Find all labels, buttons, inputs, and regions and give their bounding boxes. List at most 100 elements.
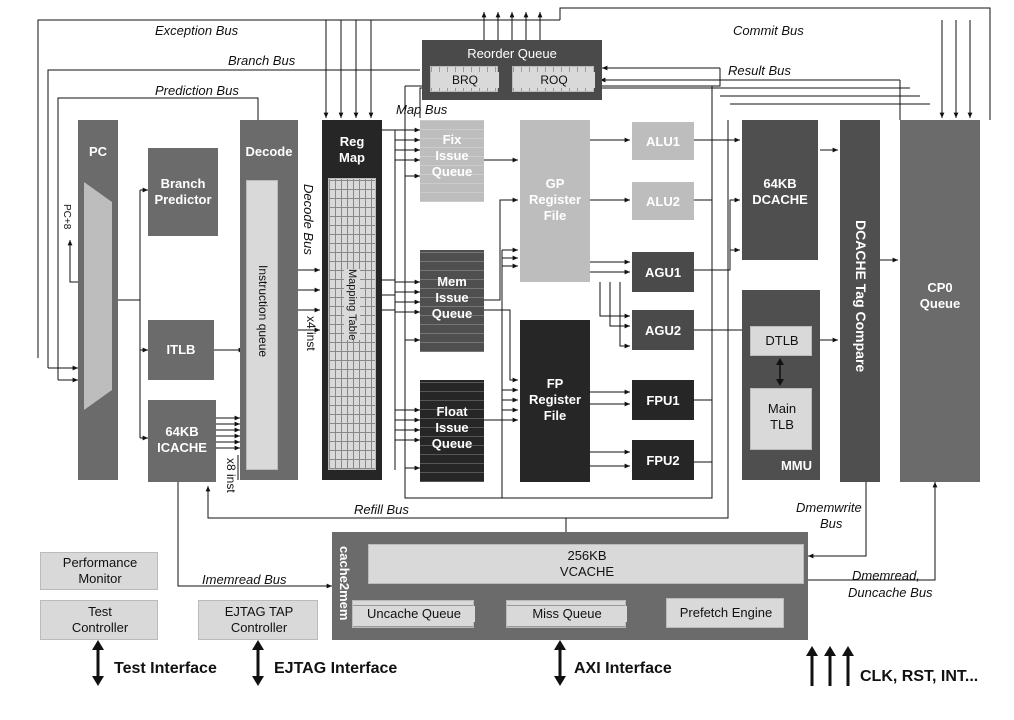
icache-block: 64KB ICACHE xyxy=(148,400,216,482)
fpu2-block: FPU2 xyxy=(632,440,694,480)
regmap-block: Reg Map Mapping Table xyxy=(322,120,382,480)
mem-queue-label-1: Mem xyxy=(437,274,467,289)
gp-regfile-label-1: GP xyxy=(545,176,565,191)
x8-inst-label: x8 inst xyxy=(224,458,238,493)
main-tlb-label-2: TLB xyxy=(770,417,794,432)
agu2-label: AGU2 xyxy=(644,323,682,338)
decode-label: Decode xyxy=(245,144,293,159)
mem-queue-label-3: Queue xyxy=(431,306,473,321)
itlb-label: ITLB xyxy=(166,342,196,357)
itlb-block: ITLB xyxy=(148,320,214,380)
alu1-block: ALU1 xyxy=(632,122,694,160)
imemread-bus-label: Imemread Bus xyxy=(202,572,287,587)
test-interface-label: Test Interface xyxy=(114,660,217,677)
ejtag-interface-label: EJTAG Interface xyxy=(274,660,398,677)
miss-queue-box: Miss Queue xyxy=(506,600,627,628)
fp-register-file: FP Register File xyxy=(520,320,590,482)
x4-inst-label: x4 inst xyxy=(304,316,318,351)
cache2mem-block: cache2mem 256KB VCACHE Uncache Queue Mis… xyxy=(332,532,808,640)
mem-queue-label-2: Issue xyxy=(435,290,469,305)
regmap-label-1: Reg xyxy=(339,134,365,149)
gp-regfile-label-2: Register xyxy=(528,192,582,207)
result-bus-label: Result Bus xyxy=(728,63,791,78)
cp0-label-1: CP0 xyxy=(927,280,953,295)
agu1-block: AGU1 xyxy=(632,252,694,292)
fpu1-label: FPU1 xyxy=(646,393,680,408)
test-controller-box: Test Controller xyxy=(40,600,158,640)
regmap-label-2: Map xyxy=(339,150,365,165)
float-queue-label-2: Issue xyxy=(435,420,469,435)
axi-interface-label: AXI Interface xyxy=(574,660,672,677)
alu1-label: ALU1 xyxy=(646,134,680,149)
prefetch-engine-box: Prefetch Engine xyxy=(666,598,784,628)
cp0-queue-block: CP0 Queue xyxy=(900,120,980,482)
branch-predictor-label-2: Predictor xyxy=(154,192,212,207)
dcache-label-2: DCACHE xyxy=(752,192,808,207)
exception-bus-label: Exception Bus xyxy=(155,23,239,38)
dmemread-bus-label: Dmemread, xyxy=(852,568,920,583)
vcache-box: 256KB VCACHE xyxy=(368,544,804,584)
alu2-label: ALU2 xyxy=(646,194,680,209)
cp0-label-2: Queue xyxy=(919,296,961,311)
float-queue-label-1: Float xyxy=(436,404,468,419)
icache-label-2: ICACHE xyxy=(157,440,207,455)
fpu1-block: FPU1 xyxy=(632,380,694,420)
main-tlb-box: Main TLB xyxy=(750,388,812,450)
map-bus-label: Map Bus xyxy=(396,102,448,117)
roq-label: ROQ xyxy=(513,72,595,88)
mapping-table: Mapping Table xyxy=(328,178,376,470)
dtlb-main-tlb-arrow xyxy=(776,358,784,386)
dcache-tag-compare-label: DCACHE Tag Compare xyxy=(853,220,869,373)
uncache-queue-label: Uncache Queue xyxy=(353,606,475,622)
dcache-block: 64KB DCACHE xyxy=(742,120,818,260)
instruction-queue: Instruction queue xyxy=(246,180,278,470)
branch-predictor-block: Branch Predictor xyxy=(148,148,218,236)
reorder-queue-block: Reorder Queue BRQ ROQ xyxy=(422,40,602,100)
ejtag-tap-controller-box: EJTAG TAP Controller xyxy=(198,600,318,640)
dmemwrite-bus-label: Dmemwrite xyxy=(796,500,862,515)
prediction-bus-label: Prediction Bus xyxy=(155,83,239,98)
duncache-bus-label: Duncache Bus xyxy=(848,585,933,600)
pc-plus8-label: PC+8 xyxy=(61,204,72,230)
vcache-label-1: 256KB xyxy=(567,548,607,563)
instruction-queue-label: Instruction queue xyxy=(256,265,270,358)
cache2mem-label: cache2mem xyxy=(337,546,352,621)
test-controller-label-2: Controller xyxy=(71,620,129,635)
dtlb-box: DTLB xyxy=(750,326,812,356)
decode-bus-label: Decode Bus xyxy=(301,184,316,255)
float-queue-label-3: Queue xyxy=(431,436,473,451)
fix-queue-label-3: Queue xyxy=(431,164,473,179)
reorder-queue-label: Reorder Queue xyxy=(467,46,557,61)
brq-label: BRQ xyxy=(431,72,499,88)
fix-queue-label-1: Fix xyxy=(442,132,462,147)
pc-label: PC xyxy=(88,144,108,159)
alu2-block: ALU2 xyxy=(632,182,694,220)
decode-block: Decode Instruction queue xyxy=(240,120,298,480)
gp-regfile-label-3: File xyxy=(543,208,567,223)
mem-issue-queue: Mem Issue Queue xyxy=(420,250,484,352)
clk-rst-int-label: CLK, RST, INT... xyxy=(860,668,979,685)
gp-register-file: GP Register File xyxy=(520,120,590,282)
agu2-block: AGU2 xyxy=(632,310,694,350)
ejtag-label-2: Controller xyxy=(230,620,288,635)
brq-box: BRQ xyxy=(430,66,499,92)
mapping-table-label: Mapping Table xyxy=(344,269,360,341)
fix-issue-queue: Fix Issue Queue xyxy=(420,120,484,202)
perf-monitor-label-2: Monitor xyxy=(78,571,122,586)
branch-bus-label: Branch Bus xyxy=(228,53,296,68)
agu1-label: AGU1 xyxy=(644,265,682,280)
prefetch-engine-label: Prefetch Engine xyxy=(679,605,773,620)
float-issue-queue: Float Issue Queue xyxy=(420,380,484,482)
mmu-label: MMU xyxy=(780,458,812,473)
roq-box: ROQ xyxy=(512,66,595,92)
uncache-queue-box: Uncache Queue xyxy=(352,600,475,628)
vcache-label-2: VCACHE xyxy=(559,564,615,579)
fp-regfile-label-2: Register xyxy=(528,392,582,407)
refill-bus-label: Refill Bus xyxy=(354,502,409,517)
dcache-tag-compare-block: DCACHE Tag Compare xyxy=(840,120,880,482)
icache-label-1: 64KB xyxy=(165,424,199,439)
perf-monitor-label-1: Performance xyxy=(62,555,138,570)
fpu2-label: FPU2 xyxy=(646,453,680,468)
fix-queue-label-2: Issue xyxy=(435,148,469,163)
